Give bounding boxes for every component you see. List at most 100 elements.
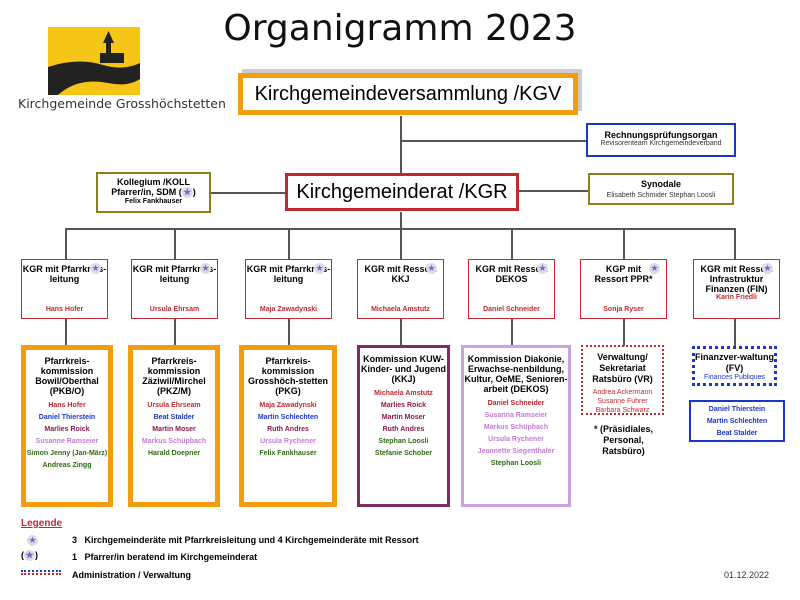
kgv-box: Kirchgemeindeversammlung /KGV — [238, 73, 578, 115]
kgr-member-box: ★ KGR mit Ressort DEKOS Daniel Schneider — [468, 259, 555, 319]
rechnungspruefung-sub: Revisorenteam Kirchgemeindeverband — [600, 140, 722, 147]
commission-member: Markus Schüpbach — [483, 424, 549, 431]
page-title: Organigramm 2023 — [223, 8, 577, 49]
connector-line — [734, 228, 736, 260]
synodale-members: Elisabeth Schmider Stephan Loosli — [606, 192, 716, 199]
connector-line — [65, 228, 67, 260]
kgr-member-title: KGR mit Ressort DEKOS — [475, 264, 548, 284]
rechnungspruefung-title: Rechnungsprüfungsorgan — [604, 130, 718, 140]
connector-line — [511, 228, 513, 260]
connector-line — [511, 318, 513, 346]
commission-member: Daniel Thierstein — [38, 414, 96, 421]
kgr-member-name: Karin Friedli — [716, 294, 757, 301]
connector-line — [174, 228, 176, 260]
commission-box: Kommission Diakonie, Erwachse-nenbildung… — [461, 345, 571, 507]
finanz-member: Beat Stalder — [716, 430, 758, 437]
connector-line — [211, 192, 285, 194]
commission-box: Kommission KUW- Kinder- und Jugend (KKJ)… — [357, 345, 450, 507]
kollegium-person: Felix Fankhauser — [124, 198, 183, 206]
commission-member: Stephan Loosli — [378, 438, 429, 445]
connector-line — [623, 228, 625, 260]
commission-member: Martin Moser — [381, 414, 426, 421]
commission-member: Jeannette Siegenthaler — [477, 448, 555, 455]
kollegium-box: Kollegium /KOLL Pfarrer/in, SDM (★) Feli… — [96, 172, 211, 213]
commission-member: Martin Moser — [152, 426, 196, 433]
commission-member: Susanne Ramseier — [35, 438, 99, 445]
synodale-title: Synodale — [640, 179, 681, 189]
commission-title: Kommission Diakonie, Erwachse-nenbildung… — [464, 354, 568, 394]
kgr-member-box: ★ KGP mit Ressort PPR* Sonja Ryser — [580, 259, 667, 319]
star-icon: ★ — [649, 263, 660, 274]
kgr-member-box: ★ KGR mit Ressort Infrastruktur Finanzen… — [693, 259, 780, 319]
verwaltung-member: Susanne Fuhrer — [597, 398, 648, 405]
verwaltung-member: Barbara Schwarz — [595, 407, 650, 414]
connector-line — [400, 116, 402, 173]
star-icon: ★ — [200, 263, 211, 274]
legend-row-2-icon: (★) — [21, 550, 38, 562]
rechnungspruefung-box: Rechnungsprüfungsorgan Revisorenteam Kir… — [586, 123, 736, 157]
legend-paren-open: ( — [21, 550, 24, 560]
connector-line — [400, 228, 402, 260]
commission-member: Markus Schüpbach — [141, 438, 207, 445]
star-icon: ★ — [181, 187, 193, 199]
commission-member: Stephan Loosli — [490, 460, 542, 467]
legend-row-2-text: Pfarrer/in beratend im Kirchgemeinderat — [84, 552, 258, 562]
star-icon: ★ — [426, 263, 437, 274]
kgr-member-name: Michaela Amstutz — [371, 306, 430, 313]
connector-line — [65, 318, 67, 346]
finanz-title: Finanzver-waltung (FV) — [695, 352, 775, 373]
kollegium-role-close: ) — [192, 187, 196, 197]
connector-line — [174, 318, 176, 346]
dotted-line-icon — [21, 570, 61, 575]
star-icon: ★ — [90, 263, 101, 274]
finanz-member: Daniel Thierstein — [708, 406, 766, 413]
connector-line — [288, 318, 290, 346]
commission-member: Marlies Roick — [380, 402, 427, 409]
verwaltung-title: Verwaltung/ Sekretariat Ratsbüro (VR) — [592, 352, 653, 384]
connector-line — [623, 318, 625, 346]
commission-title: Pfarrkreis-kommission Zäziwil/Mirchel (P… — [142, 356, 206, 396]
commission-box: Pfarrkreis-kommission Bowil/Oberthal (PK… — [21, 345, 113, 507]
finanz-members-box: Daniel Thierstein Martin Schlechten Beat… — [689, 400, 785, 442]
commission-member: Stefanie Schober — [374, 450, 433, 457]
connector-line — [519, 190, 588, 192]
verwaltung-member: Andrea Ackermann — [592, 389, 653, 396]
legend-paren-close: ) — [35, 550, 38, 560]
commission-member: Ruth Andres — [382, 426, 425, 433]
commission-member: Felix Fankhauser — [259, 450, 317, 457]
legend-row-2: 1 Pfarrer/in beratend im Kirchgemeindera… — [72, 552, 257, 562]
kgr-member-box: ★ KGR mit Pfarrkreis-leitung Hans Hofer — [21, 259, 108, 319]
connector-line — [400, 318, 402, 346]
commission-member: Ursula Rychener — [260, 438, 316, 445]
kgr-member-name: Sonja Ryser — [603, 306, 644, 313]
finanz-sub: Finances Publiques — [703, 374, 766, 381]
kgr-member-box: ★ KGR mit Pfarrkreis-leitung Ursula Ehrs… — [131, 259, 218, 319]
kgr-member-title: KGP mit Ressort PPR* — [594, 264, 653, 284]
verwaltung-members: Andrea Ackermann Susanne Fuhrer Barbara … — [583, 388, 662, 415]
commission-member: Andreas Zingg — [42, 462, 92, 469]
commission-title: Kommission KUW- Kinder- und Jugend (KKJ) — [361, 354, 446, 384]
kgr-member-title: KGR mit Ressort KKJ — [364, 264, 437, 284]
connector-line — [400, 212, 402, 229]
kgr-member-box: ★ KGR mit Ressort KKJ Michaela Amstutz — [357, 259, 444, 319]
kgr-member-title: KGR mit Pfarrkreis-leitung — [132, 264, 217, 284]
legend-title: Legende — [21, 518, 63, 529]
star-icon: ★ — [762, 263, 773, 274]
kollegium-role: Pfarrer/in, SDM ( — [111, 187, 182, 197]
kgr-member-name: Daniel Schneider — [483, 306, 540, 313]
star-icon: ★ — [27, 535, 38, 546]
commission-member: Daniel Schneider — [487, 400, 545, 407]
commission-member: Martin Schlechten — [257, 414, 319, 421]
kgr-member-name: Maja Zawadynski — [259, 306, 318, 313]
legend-row-1-count: 3 — [72, 535, 78, 545]
logo-text: Kirchgemeinde Grosshöchstetten — [18, 96, 226, 111]
commission-member: Marlies Roick — [44, 426, 90, 433]
verwaltung-box: Verwaltung/ Sekretariat Ratsbüro (VR) An… — [581, 345, 664, 415]
commission-member: Susanna Ramseier — [484, 412, 548, 419]
kgv-label: Kirchgemeindeversammlung /KGV — [254, 83, 562, 105]
commission-member: Ursula Rychener — [488, 436, 544, 443]
